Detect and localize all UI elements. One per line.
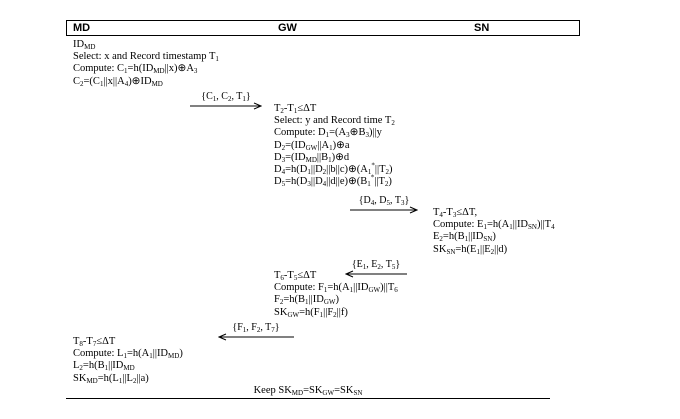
- formula-line: D4=h(D1||D2||b||c)⊕(A1*||T2): [274, 161, 393, 176]
- message-arrow-3: {E1, E2, T5}: [345, 259, 407, 278]
- right-arrow-icon: [350, 206, 418, 214]
- left-arrow-icon: [218, 333, 294, 341]
- message-arrow-1: {C1, C2, T1}: [190, 91, 262, 110]
- formula-line: IDMD: [73, 39, 96, 51]
- formula-line: Compute: L1=h(A1||IDMD): [73, 348, 183, 361]
- message-2-label: {D4, D5, T3}: [358, 195, 410, 207]
- formula-line: Select: y and Record time T2: [274, 115, 395, 128]
- gw-block-2: T6-T5≤ΔT Compute: F1=h(A1||IDGW)||T6 F2=…: [274, 270, 398, 319]
- header-md: MD: [73, 22, 91, 34]
- formula-line: D3=(IDMD||B1)⊕d: [274, 151, 350, 164]
- formula-line: T2-T1≤ΔT: [274, 103, 317, 115]
- formula-line: Compute: C1=h(IDMD||x)⊕A3: [73, 63, 198, 76]
- message-1-label: {C1, C2, T1}: [201, 91, 251, 103]
- formula-line: L2=h(B1||IDMD: [73, 360, 135, 373]
- formula-line: SKGW=h(F1||F2||f): [274, 306, 348, 319]
- right-arrow-icon: [190, 102, 262, 110]
- message-arrow-4: {F1, F2, T7}: [218, 322, 294, 341]
- message-4-label: {F1, F2, T7}: [232, 322, 280, 334]
- header-gw: GW: [278, 22, 297, 34]
- divider: [66, 398, 550, 399]
- formula-line: D2=(IDGW||A1)⊕a: [274, 139, 350, 152]
- message-arrow-2: {D4, D5, T3}: [350, 195, 418, 214]
- md-block-1: IDMD Select: x and Record timestamp T1 C…: [73, 39, 219, 88]
- formula-line: F2=h(B1||IDGW): [274, 294, 339, 307]
- formula-line: T6-T5≤ΔT: [274, 270, 317, 282]
- formula-line: T8-T7≤ΔT: [73, 336, 116, 348]
- formula-line: Compute: F1=h(A1||IDGW)||T6: [274, 282, 398, 295]
- keep-session-key: Keep SKMD=SKGW=SKSN: [253, 385, 363, 397]
- message-3-label: {E1, E2, T5}: [351, 259, 401, 271]
- formula-line: SKSN=h(E1||E2||d): [433, 243, 508, 256]
- column-header: MD GW SN: [66, 20, 580, 36]
- formula-line: E2=h(B1||IDSN): [433, 231, 496, 244]
- formula-line: D5=h(D3||D4||d||e)⊕(B1*||T2): [274, 173, 392, 189]
- sn-block: T4-T3≤ΔT, Compute: E1=h(A1||IDSN)||T4 E2…: [433, 207, 555, 256]
- formula-line: Select: x and Record timestamp T1: [73, 51, 219, 64]
- formula-line: SKMD=h(L1||L2||a): [73, 372, 149, 385]
- header-sn: SN: [474, 22, 490, 34]
- formula-line: Compute: E1=h(A1||IDSN)||T4: [433, 219, 555, 232]
- formula-line: Compute: D1=(A3⊕B3)||y: [274, 127, 382, 140]
- gw-block-1: T2-T1≤ΔT Select: y and Record time T2 Co…: [274, 103, 395, 188]
- formula-line: T4-T3≤ΔT,: [433, 207, 478, 219]
- formula-line: C2=(C1||x||A4)⊕IDMD: [73, 75, 163, 88]
- md-block-2: T8-T7≤ΔT Compute: L1=h(A1||IDMD) L2=h(B1…: [73, 336, 183, 385]
- left-arrow-icon: [345, 270, 407, 278]
